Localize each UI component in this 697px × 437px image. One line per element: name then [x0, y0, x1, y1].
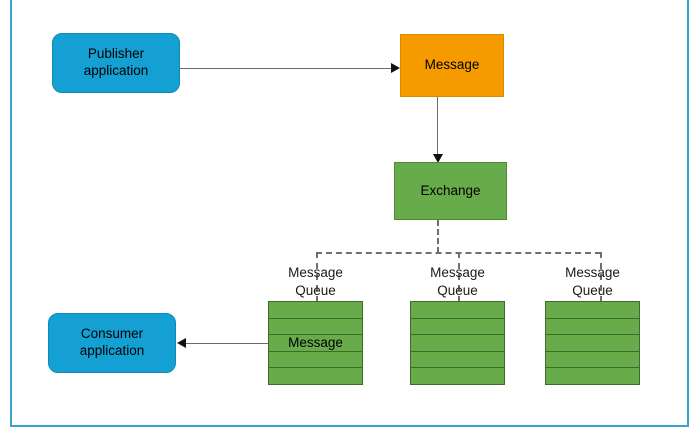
connector-fanout-drop-queue-3 — [600, 252, 602, 302]
connector-fanout-drop-queue-1 — [316, 252, 318, 302]
queue-cell[interactable] — [411, 368, 504, 384]
node-exchange-label: Exchange — [420, 182, 481, 198]
message-queue-1[interactable]: Message Queue Message — [268, 265, 363, 385]
node-publisher-application-label: Publisher application — [83, 46, 149, 78]
queue-cell[interactable] — [411, 351, 504, 369]
queue-cell[interactable] — [546, 368, 639, 384]
node-message[interactable]: Message — [400, 34, 504, 97]
connector-message-to-exchange-arrowhead — [433, 154, 443, 163]
queue-cell[interactable] — [546, 351, 639, 369]
node-exchange[interactable]: Exchange — [394, 162, 507, 220]
message-queue-3-label: Message Queue — [565, 265, 620, 298]
connector-queue-to-consumer-arrowhead — [177, 338, 186, 348]
message-queue-1-stack: Message — [268, 301, 363, 385]
message-queue-2-label: Message Queue — [430, 265, 485, 298]
node-message-label: Message — [424, 57, 480, 73]
queue-cell[interactable] — [411, 302, 504, 319]
queue-cell[interactable] — [546, 318, 639, 336]
message-queue-3-stack — [545, 301, 640, 385]
connector-exchange-fanout-stem — [437, 220, 439, 253]
message-queue-3[interactable]: Message Queue — [545, 265, 640, 385]
frame-left-border — [10, 0, 12, 427]
node-consumer-application[interactable]: Consumer application — [48, 313, 176, 373]
queue-cell-message[interactable]: Message — [269, 335, 362, 352]
connector-publisher-to-message-arrowhead — [391, 63, 400, 73]
queue-cell[interactable] — [411, 318, 504, 336]
queue-cell[interactable] — [269, 318, 362, 336]
frame-right-border — [687, 0, 689, 427]
queue-cell[interactable] — [546, 302, 639, 319]
node-consumer-application-label: Consumer application — [79, 326, 145, 358]
node-publisher-application[interactable]: Publisher application — [52, 33, 180, 93]
queue-cell[interactable] — [411, 335, 504, 352]
message-queue-2[interactable]: Message Queue — [410, 265, 505, 385]
connector-message-to-exchange-line — [437, 97, 438, 158]
queue-cell[interactable] — [269, 351, 362, 369]
message-queue-2-stack — [410, 301, 505, 385]
frame-bottom-border — [10, 425, 689, 427]
queue-cell[interactable] — [269, 302, 362, 319]
connector-fanout-drop-queue-2 — [458, 252, 460, 302]
message-queue-1-label: Message Queue — [288, 265, 343, 298]
connector-publisher-to-message-line — [180, 68, 393, 69]
connector-queue-to-consumer-line — [186, 343, 268, 344]
queue-cell[interactable] — [269, 368, 362, 384]
queue-cell[interactable] — [546, 335, 639, 352]
